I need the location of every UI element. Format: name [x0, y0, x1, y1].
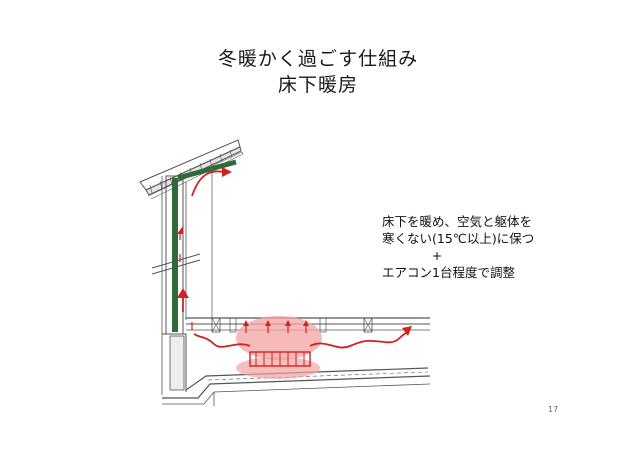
warm-air-flow — [179, 170, 409, 349]
note-line-3: エアコン1台程度で調整 — [382, 265, 515, 280]
note-line-2: 寒くない(15℃以上)に保つ — [382, 231, 535, 246]
heater-unit — [249, 351, 311, 367]
exterior-wall — [151, 159, 237, 395]
slide-subtitle: 床下暖房 — [277, 74, 358, 96]
roof — [139, 139, 244, 200]
diagram-notes: 床下を暖め、空気と躯体を 寒くない(15℃以上)に保つ + エアコン1台程度で調… — [382, 213, 592, 281]
page-number: 17 — [548, 405, 559, 414]
heated-zone — [236, 316, 322, 379]
note-line-1: 床下を暖め、空気と躯体を — [382, 214, 533, 229]
arrowheads — [177, 167, 412, 336]
foundation — [162, 333, 431, 406]
slide-title: 冬暖かく過ごす仕組み — [217, 48, 419, 70]
note-plus: + — [431, 248, 443, 263]
